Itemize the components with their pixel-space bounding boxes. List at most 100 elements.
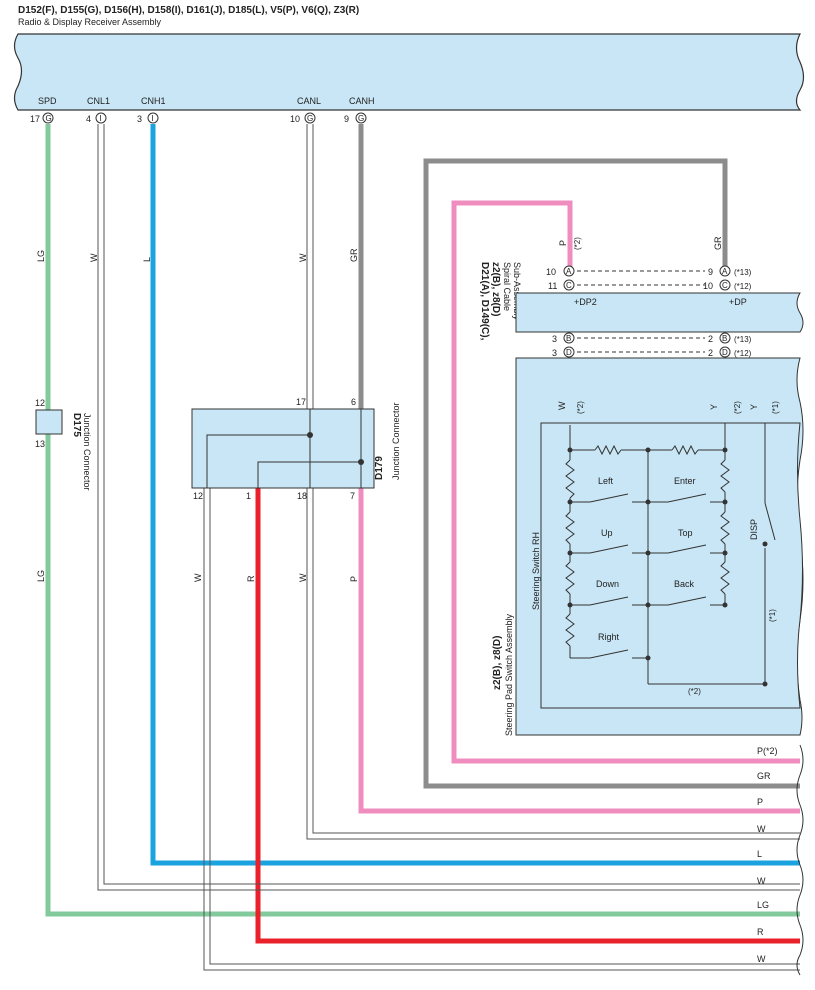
wire-r — [255, 488, 800, 944]
svg-text:CNL1: CNL1 — [87, 96, 110, 106]
receiver-pin-cnl1: CNL1 4 I — [86, 96, 110, 124]
svg-text:z2(B), z8(D): z2(B), z8(D) — [492, 636, 503, 690]
receiver-pin-cnh1: CNH1 3 I — [137, 96, 166, 124]
right-wire-label-gr: GR — [757, 771, 771, 781]
svg-text:7: 7 — [350, 491, 355, 501]
svg-text:3: 3 — [137, 114, 142, 124]
svg-text:P: P — [558, 240, 568, 246]
right-wire-label-w3: W — [757, 954, 766, 964]
right-wire-label-w2: W — [757, 876, 766, 886]
svg-text:D: D — [566, 348, 572, 357]
wire-l-cnh1 — [150, 124, 800, 866]
button-up-label: Up — [601, 528, 613, 538]
right-wire-label-p2: P(*2) — [757, 746, 778, 756]
svg-text:D179: D179 — [374, 456, 385, 480]
svg-text:10: 10 — [546, 267, 556, 277]
receiver-panel — [13, 33, 805, 111]
svg-text:1: 1 — [246, 491, 251, 501]
right-wire-label-lg: LG — [757, 900, 769, 910]
svg-text:(*2): (*2) — [688, 687, 701, 696]
button-down-label: Down — [596, 579, 619, 589]
right-wire-label-l: L — [757, 849, 762, 859]
svg-text:(*1): (*1) — [768, 609, 777, 622]
wire-lg-spd — [45, 124, 800, 917]
svg-text:(*12): (*12) — [734, 282, 752, 291]
svg-text:11: 11 — [548, 281, 557, 291]
header-connectors: D152(F), D155(G), D156(H), D158(I), D161… — [18, 5, 359, 16]
wire-w-canl — [306, 124, 314, 409]
svg-text:C: C — [722, 281, 728, 290]
d179-junction-connector: 17 6 12 1 18 7 D179 Junction Connector — [191, 397, 401, 501]
svg-text:D21(A), D149(C),: D21(A), D149(C), — [479, 262, 490, 341]
label-wire-gr: GR — [349, 248, 359, 262]
svg-text:18: 18 — [297, 491, 307, 501]
button-enter-label: Enter — [674, 476, 696, 486]
label-wire-w-canl: W — [298, 253, 308, 262]
wire-w-d179-18 — [306, 488, 800, 840]
svg-text:CANL: CANL — [297, 96, 321, 106]
svg-text:6: 6 — [351, 397, 356, 407]
svg-text:SPD: SPD — [38, 96, 57, 106]
svg-text:C: C — [566, 281, 572, 290]
svg-text:(*12): (*12) — [734, 349, 752, 358]
svg-text:I: I — [152, 114, 154, 123]
svg-text:17: 17 — [30, 114, 40, 124]
svg-text:CANH: CANH — [349, 96, 375, 106]
svg-text:10: 10 — [290, 114, 300, 124]
svg-text:Y: Y — [749, 404, 759, 410]
svg-text:Y: Y — [709, 404, 719, 410]
button-right-label: Right — [598, 632, 620, 642]
svg-text:(*13): (*13) — [734, 335, 752, 344]
wire-p2-loop — [451, 200, 800, 764]
receiver-pin-spd: SPD 17 G — [30, 96, 57, 124]
svg-text:Sub-Assembly: Sub-Assembly — [512, 262, 522, 321]
svg-text:(*2): (*2) — [573, 237, 582, 250]
button-back-label: Back — [674, 579, 695, 589]
label-wire-p: P — [349, 576, 359, 582]
label-wire-r: R — [246, 575, 256, 582]
wire-w-cnl1 — [97, 124, 800, 891]
right-break-line — [796, 744, 804, 976]
svg-text:GR: GR — [713, 236, 723, 250]
right-wire-label-p: P — [757, 797, 763, 807]
svg-text:3: 3 — [552, 334, 557, 344]
svg-text:17: 17 — [296, 397, 306, 407]
svg-text:Junction Connector: Junction Connector — [82, 413, 92, 491]
svg-text:9: 9 — [708, 267, 713, 277]
button-left-label: Left — [598, 476, 614, 486]
svg-text:9: 9 — [344, 114, 349, 124]
label-wire-lg-mid: LG — [36, 570, 46, 582]
wire-gr-loop — [423, 158, 800, 789]
svg-text:D: D — [722, 348, 728, 357]
svg-text:3: 3 — [552, 348, 557, 358]
receiver-pin-canl: CANL 10 G — [290, 96, 321, 124]
svg-text:B: B — [722, 334, 727, 343]
svg-text:G: G — [46, 114, 52, 123]
svg-text:12: 12 — [35, 398, 45, 408]
svg-text:I: I — [100, 114, 102, 123]
svg-text:W: W — [557, 401, 567, 410]
spiral-cable: P (*2) GR D21(A), D149(C), z2(B), z8(D) … — [479, 236, 804, 358]
svg-text:Steering Switch RH: Steering Switch RH — [531, 532, 541, 610]
d175-junction-connector: 12 13 D175 Junction Connector — [35, 398, 92, 491]
receiver-pin-canh: CANH 9 G — [344, 96, 375, 124]
svg-text:12: 12 — [193, 491, 203, 501]
button-top-label: Top — [678, 528, 693, 538]
steering-pad-switch-assembly: z2(B), z8(D) Steering Pad Switch Assembl… — [492, 357, 804, 736]
svg-text:z2(B), z8(D): z2(B), z8(D) — [490, 262, 501, 316]
label-wire-w-18: W — [298, 573, 308, 582]
svg-text:CNH1: CNH1 — [141, 96, 166, 106]
svg-text:(*13): (*13) — [734, 268, 752, 277]
svg-text:13: 13 — [35, 439, 45, 449]
svg-text:10: 10 — [703, 281, 713, 291]
label-wire-w-cnl1: W — [89, 253, 99, 262]
svg-text:G: G — [358, 114, 364, 123]
svg-text:Junction Connector: Junction Connector — [391, 402, 401, 480]
svg-text:(*2): (*2) — [733, 401, 742, 414]
label-wire-w-12: W — [193, 573, 203, 582]
button-disp-label: DISP — [749, 519, 759, 540]
svg-text:A: A — [722, 267, 728, 276]
svg-text:Spiral Cable: Spiral Cable — [502, 262, 512, 311]
svg-text:+DP: +DP — [729, 297, 747, 307]
svg-text:Steering Pad Switch Assembly: Steering Pad Switch Assembly — [504, 613, 514, 736]
